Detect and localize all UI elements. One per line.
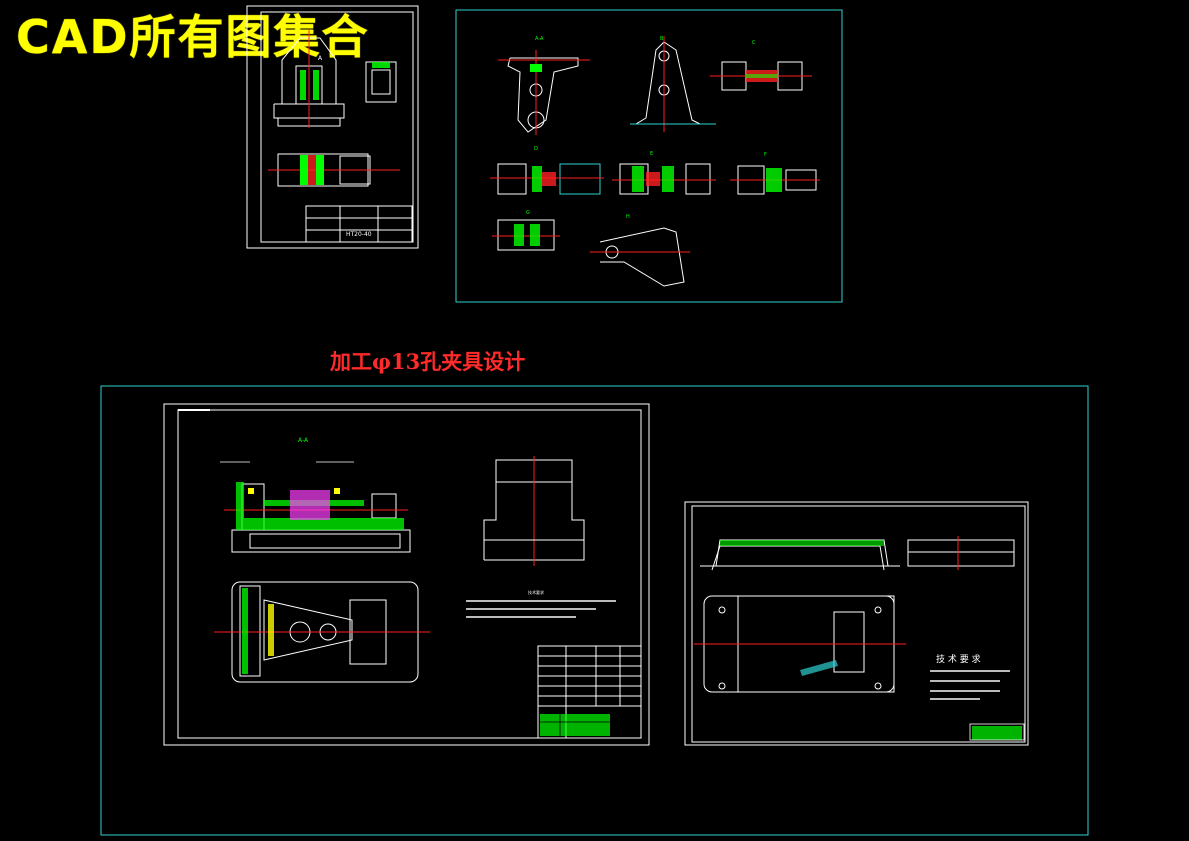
svg-text:C: C [752,40,756,46]
part-drawing-sheet[interactable]: A HT20-40 [246,5,419,249]
fixture-assembly-sheet[interactable]: A-A [163,403,650,746]
svg-text:F: F [764,152,767,158]
svg-text:A: A [318,55,323,62]
tech-requirements-title: 技 术 要 求 [936,653,981,665]
svg-text:技术要求: 技术要求 [528,589,544,595]
svg-text:A-A: A-A [535,36,544,42]
svg-text:H: H [626,214,630,220]
svg-text:B: B [660,36,664,42]
svg-text:G: G [526,210,530,216]
drawing-subtitle: 加工φ13孔夹具设计 [330,349,526,374]
svg-text:E: E [650,151,653,157]
svg-text:A-A: A-A [298,437,309,444]
part-code: HT20-40 [346,231,372,238]
main-frame [100,385,1089,836]
fixture-body-sheet[interactable]: 技 术 要 求 [684,501,1029,746]
parts-sheet[interactable]: A-A B C D E F G H [455,9,843,303]
svg-text:D: D [534,146,538,152]
